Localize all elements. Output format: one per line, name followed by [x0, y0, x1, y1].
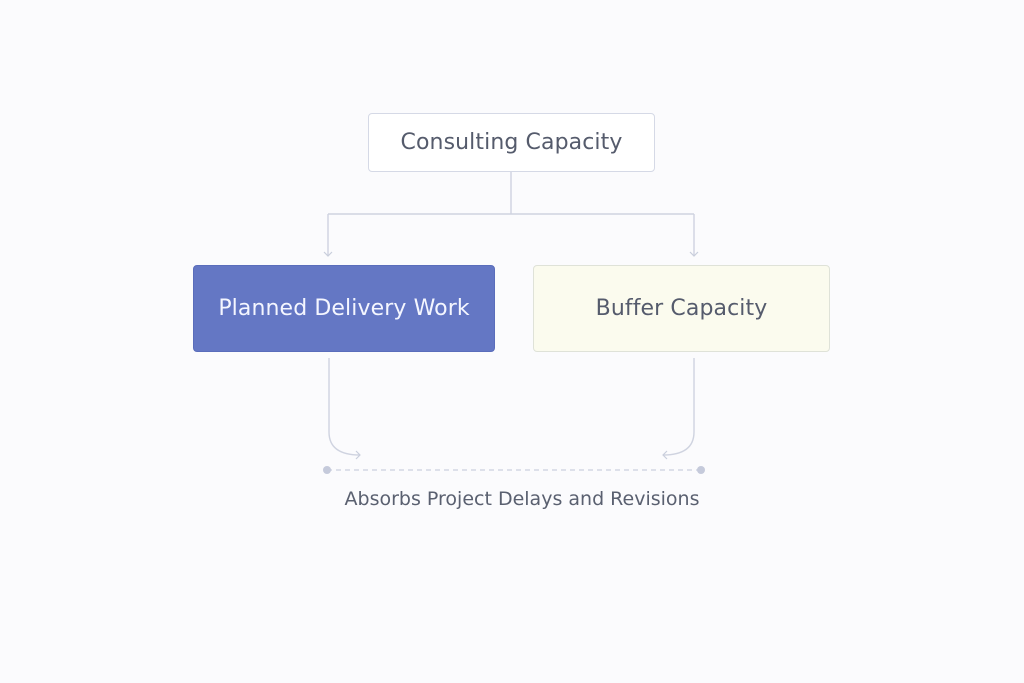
baseline-left-dot	[323, 466, 331, 474]
planned-delivery-work-label: Planned Delivery Work	[218, 296, 470, 321]
buffer-capacity-node: Buffer Capacity	[533, 265, 830, 352]
buffer-capacity-label: Buffer Capacity	[595, 296, 768, 321]
baseline-right-dot	[697, 466, 705, 474]
buffer-to-baseline-connector	[662, 358, 695, 460]
planned-delivery-work-node: Planned Delivery Work	[193, 265, 495, 352]
consulting-capacity-node: Consulting Capacity	[368, 113, 655, 172]
consulting-capacity-label: Consulting Capacity	[400, 130, 623, 155]
planned-to-baseline-connector	[328, 358, 361, 460]
absorption-caption: Absorbs Project Delays and Revisions	[344, 488, 700, 510]
